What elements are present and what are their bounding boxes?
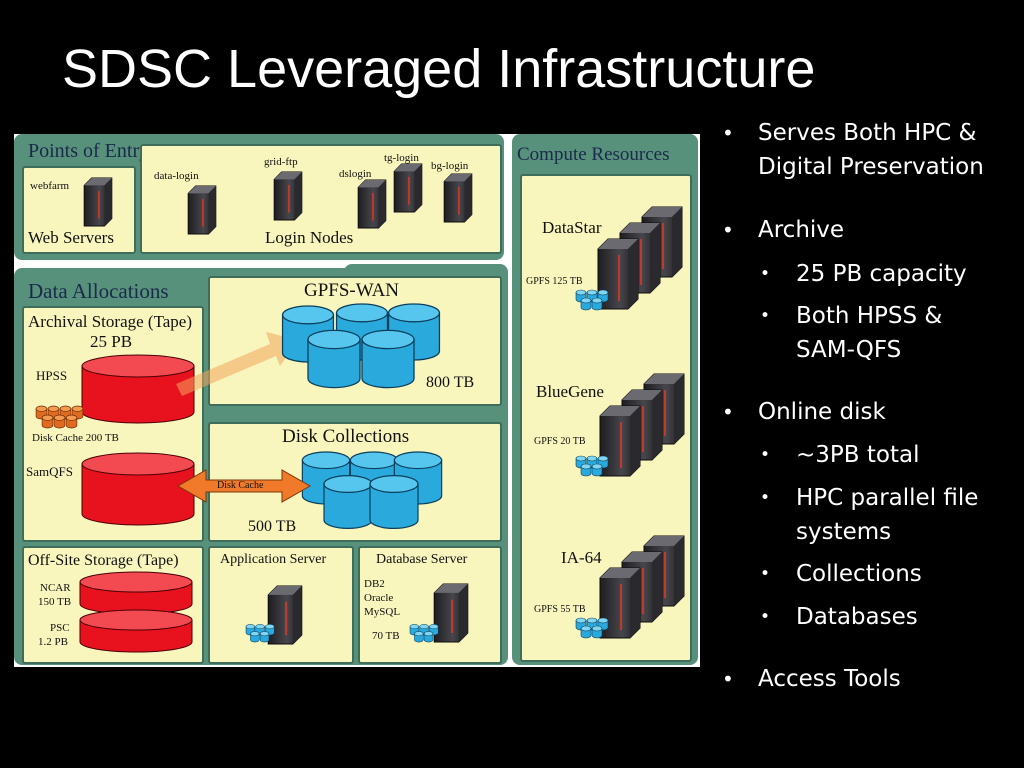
- archival-storage-title: Archival Storage (Tape): [28, 312, 193, 331]
- db-size-label: 70 TB: [372, 630, 400, 642]
- database-server-title: Database Server: [376, 552, 468, 567]
- subbullet-icon: •: [760, 264, 771, 284]
- bluegene-label: BlueGene: [536, 382, 604, 401]
- web-servers-box[interactable]: [22, 166, 136, 254]
- datastar-label: DataStar: [542, 218, 602, 237]
- login-item-bg-login: bg-login: [431, 160, 469, 172]
- ncar-size: 150 TB: [38, 596, 72, 608]
- compute-box: [520, 174, 692, 662]
- database-server-box[interactable]: [358, 546, 502, 664]
- bullet-text: Both HPSS & SAM-QFS: [796, 303, 943, 363]
- db2-label: DB2: [364, 578, 385, 590]
- offsite-storage-title: Off-Site Storage (Tape): [28, 552, 179, 569]
- bullet-text: ~3PB total: [796, 442, 920, 468]
- gpfs-wan-title: GPFS-WAN: [304, 280, 400, 301]
- subbullet-icon: •: [760, 607, 771, 627]
- mysql-label: MySQL: [364, 606, 401, 618]
- psc-size: 1.2 PB: [38, 636, 68, 648]
- bullet-text: Access Tools: [758, 666, 901, 692]
- bullet-text: Collections: [796, 561, 922, 587]
- oracle-label: Oracle: [364, 592, 394, 604]
- disk-cache-arrow-label: Disk Cache: [217, 480, 264, 491]
- bullet-icon: •: [722, 667, 734, 691]
- login-nodes-label: Login Nodes: [265, 228, 354, 247]
- subbullet-icon: •: [760, 306, 771, 326]
- application-server-title: Application Server: [220, 552, 327, 567]
- gpfs-wan-size: 800 TB: [426, 374, 475, 391]
- subbullet-icon: •: [760, 564, 771, 584]
- compute-resources-title: Compute Resources: [517, 144, 670, 165]
- login-item-data-login: data-login: [154, 170, 199, 182]
- bullet-text: Online disk: [758, 399, 886, 425]
- webfarm-label: webfarm: [30, 180, 70, 192]
- ncar-label: NCAR: [40, 582, 71, 594]
- bullet-icon: •: [722, 400, 734, 424]
- subbullet-icon: •: [760, 488, 771, 508]
- points-of-entry-title: Points of Entry: [28, 140, 150, 162]
- bullet-text: 25 PB capacity: [796, 261, 967, 287]
- bullet-icon: •: [722, 121, 734, 145]
- psc-label: PSC: [50, 622, 70, 634]
- bullet-text: Archive: [758, 217, 845, 243]
- bluegene-storage: GPFS 20 TB: [534, 436, 586, 447]
- subbullet-icon: •: [760, 445, 771, 465]
- slide-title: SDSC Leveraged Infrastructure: [62, 39, 816, 99]
- infrastructure-diagram: Points of Entry webfarm Web Servers Logi…: [14, 134, 700, 667]
- data-allocations-title: Data Allocations: [28, 279, 169, 303]
- disk-collections-size: 500 TB: [248, 518, 297, 535]
- bullet-text: Serves Both HPC & Digital Preservation: [758, 120, 984, 180]
- ia64-label: IA-64: [561, 548, 602, 567]
- samqfs-label: SamQFS: [26, 464, 73, 479]
- disk-collections-title: Disk Collections: [282, 426, 410, 447]
- datastar-storage: GPFS 125 TB: [526, 276, 583, 287]
- bullet-icon: •: [722, 218, 734, 242]
- login-item-grid-ftp: grid-ftp: [264, 156, 298, 168]
- hpss-label: HPSS: [36, 368, 68, 383]
- login-item-dslogin: dslogin: [339, 168, 372, 180]
- disk-cache-label: Disk Cache 200 TB: [32, 432, 119, 444]
- archival-capacity: 25 PB: [90, 332, 133, 351]
- login-item-tg-login: tg-login: [384, 152, 419, 164]
- web-servers-label: Web Servers: [28, 228, 114, 247]
- bullet-text: HPC parallel file systems: [796, 485, 979, 545]
- bullet-text: Databases: [796, 604, 918, 630]
- ia64-storage: GPFS 55 TB: [534, 604, 586, 615]
